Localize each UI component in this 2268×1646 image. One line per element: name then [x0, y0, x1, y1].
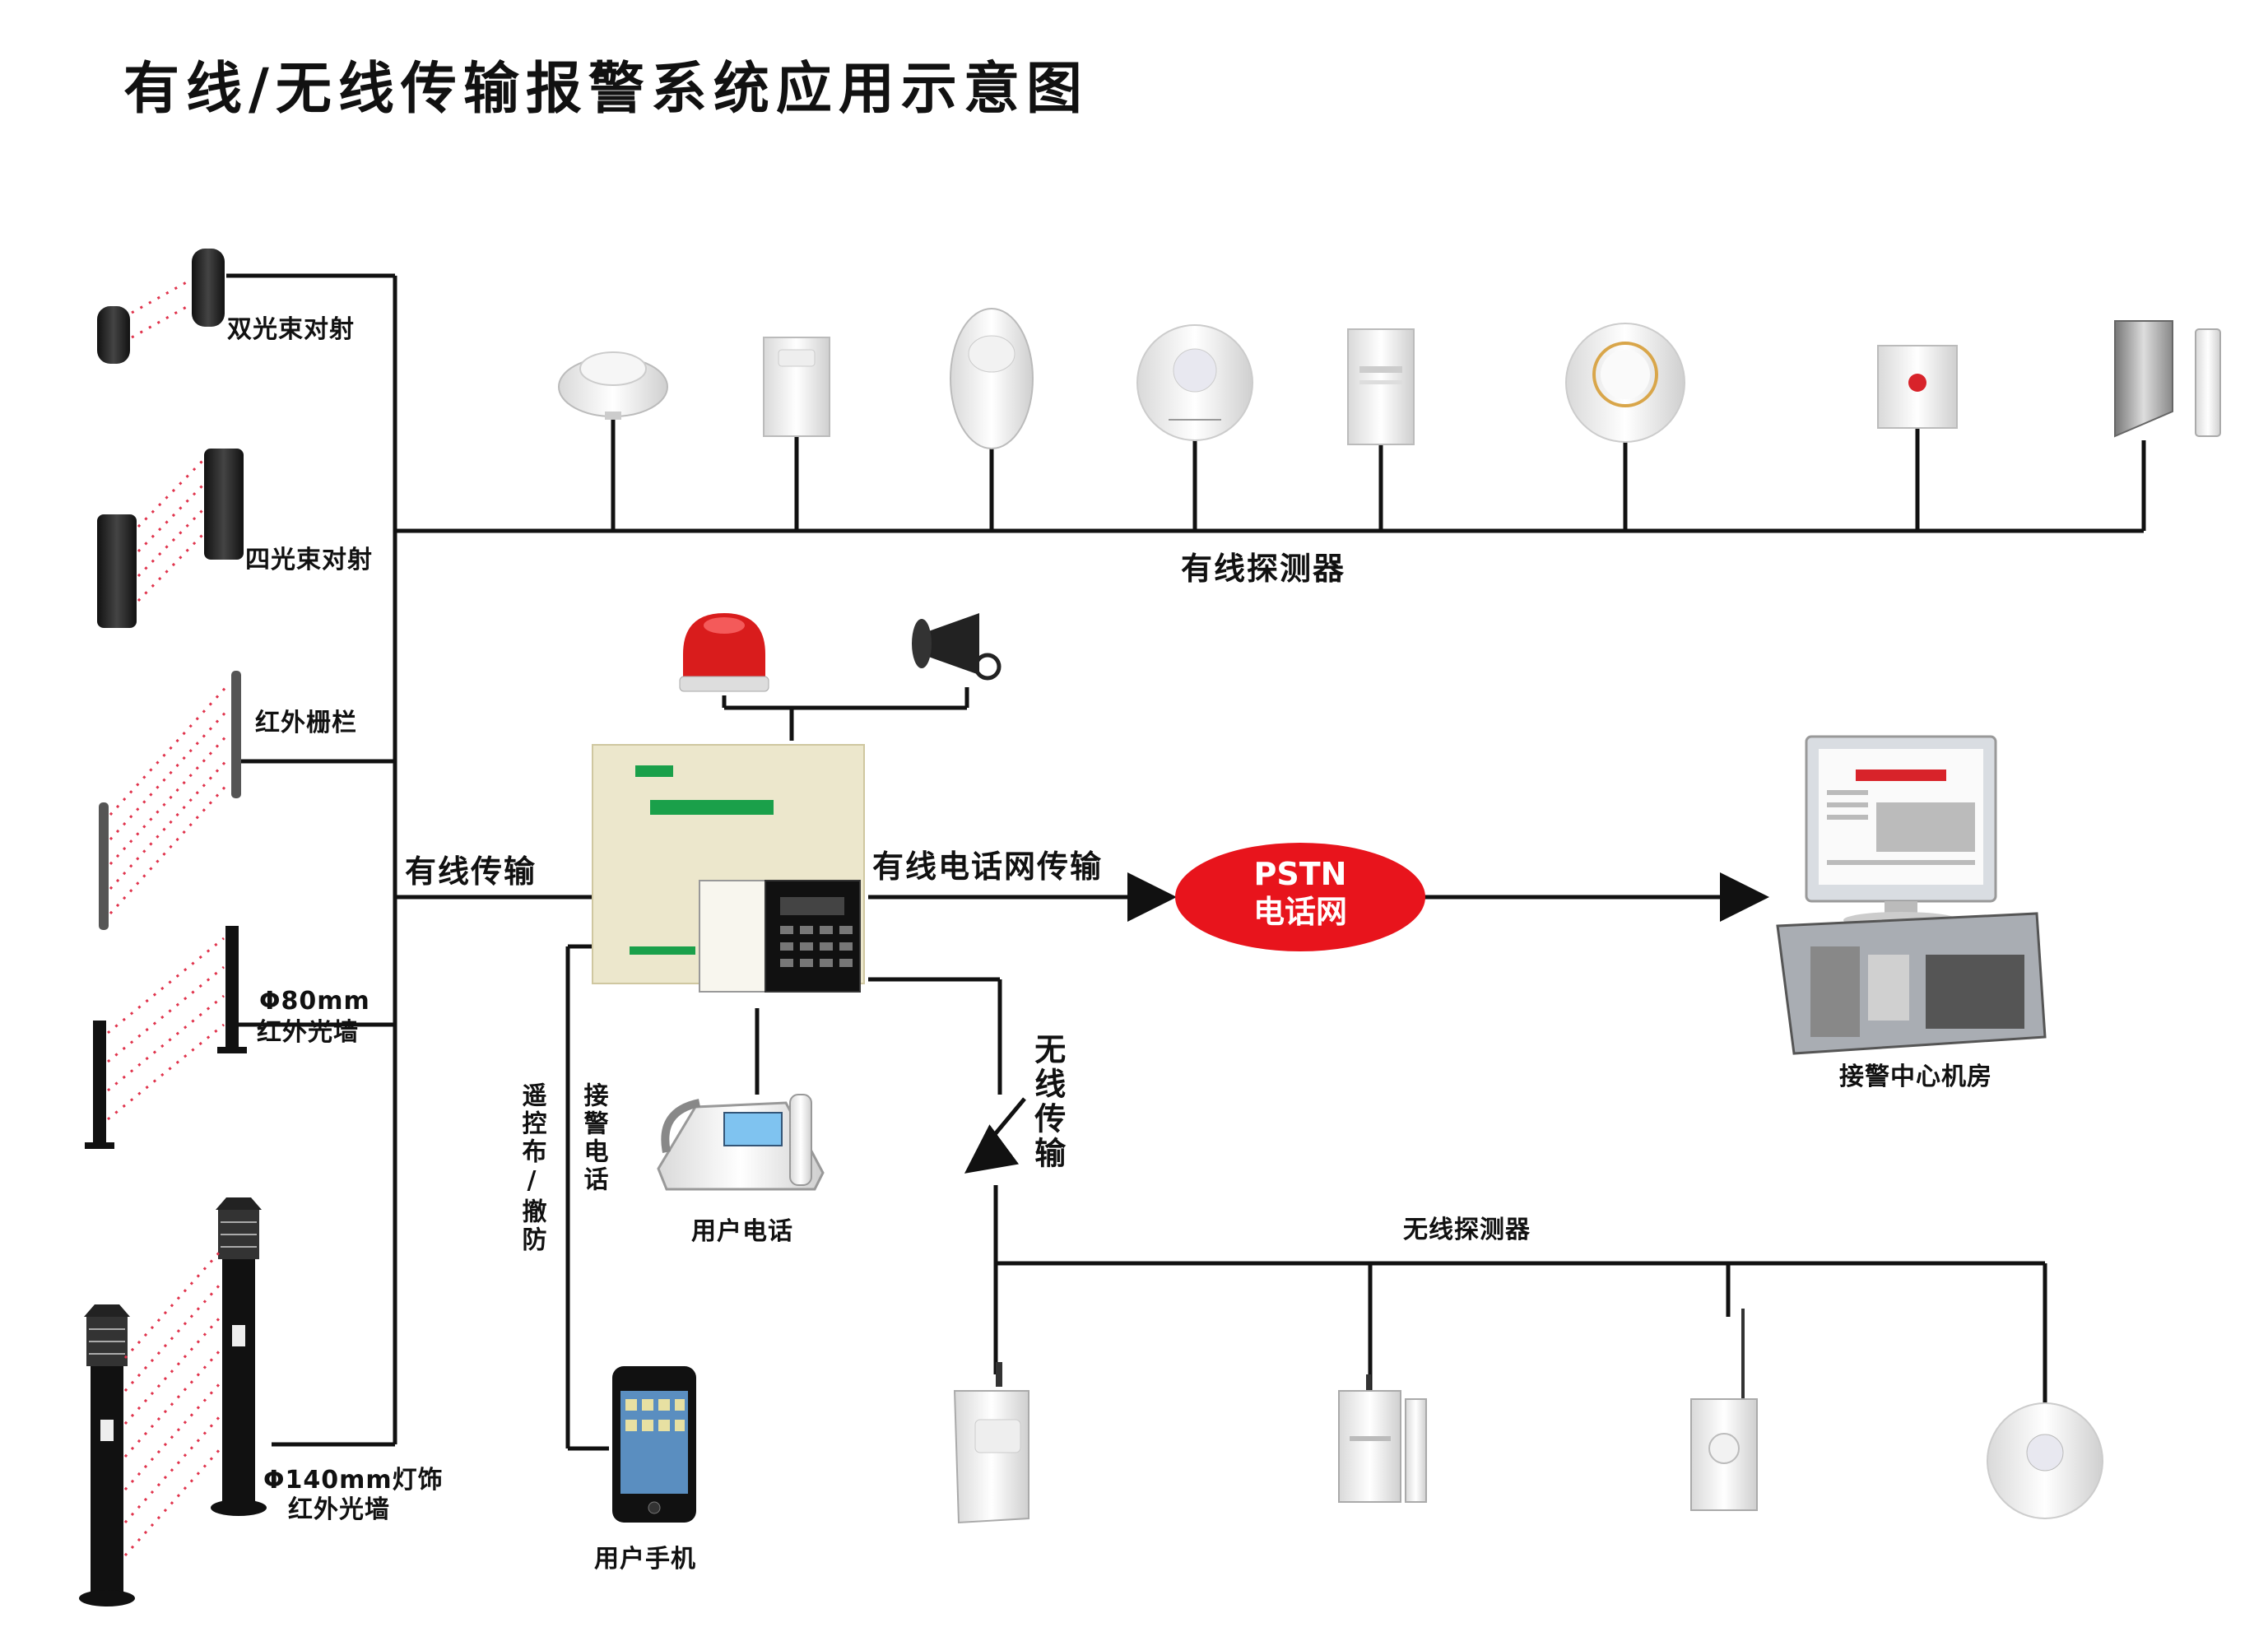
diagram-title: 有线/无线传输报警系统应用示意图 — [123, 57, 1089, 122]
label-user-phone: 用户电话 — [691, 1217, 793, 1246]
door-contact-icon — [2114, 320, 2221, 438]
phi140-lamp-ir-wall — [79, 1197, 267, 1606]
label-wireless-transmission: 无线传输 — [1029, 1033, 1066, 1171]
pir-detector-icon — [763, 337, 830, 437]
label-phi80-name: 红外光墙 — [257, 1018, 359, 1047]
pstn-network-ellipse — [1175, 843, 1425, 951]
pstn-label-line2: 电话网 — [1253, 893, 1347, 930]
phi80-ir-wall — [85, 926, 247, 1149]
emergency-button-icon — [1877, 345, 1958, 429]
label-dual-beam: 双光束对射 — [227, 315, 355, 344]
label-phi140-size: Φ140mm灯饰 — [263, 1466, 444, 1495]
label-wireless-detectors: 无线探测器 — [1403, 1216, 1531, 1244]
alarm-center-computer-icon — [1776, 735, 2047, 1055]
dual-beam-sensor — [97, 249, 225, 364]
smoke-detector-icon — [558, 351, 668, 420]
curtain-pir-detector-icon — [950, 308, 1034, 449]
label-ir-fence: 红外栅栏 — [255, 709, 357, 737]
wireless-pir-detector-icon — [953, 1362, 1029, 1524]
strobe-siren-icon — [679, 613, 769, 692]
pstn-label: PSTN 电话网 — [1218, 856, 1383, 931]
label-wired-transmission: 有线传输 — [405, 853, 537, 890]
alarm-horn-icon — [912, 613, 1002, 681]
ceiling-pir-detector-icon — [1136, 324, 1253, 441]
alarm-control-panel-icon — [592, 744, 865, 993]
quad-beam-sensor — [97, 449, 244, 628]
label-alarm-call: 接警电话 — [579, 1082, 608, 1194]
desk-phone-icon — [657, 1094, 825, 1191]
wired-bus-lines — [226, 273, 2146, 1451]
label-remote-arm: 遥控布/撤防 — [517, 1082, 546, 1254]
label-phone-network-transmission: 有线电话网传输 — [872, 849, 1104, 885]
label-phi80-size: Φ80mm — [259, 987, 370, 1016]
wireless-door-contact-icon — [1338, 1374, 1427, 1503]
mobile-phone-icon — [612, 1366, 696, 1523]
wireless-lightning-icon — [964, 1097, 1026, 1174]
wireless-ceiling-pir-icon — [1987, 1402, 2103, 1519]
wireless-glass-detector-icon — [1690, 1309, 1758, 1511]
pstn-label-line1: PSTN — [1253, 856, 1347, 892]
label-user-mobile: 用户手机 — [594, 1545, 696, 1574]
label-phi140-name: 红外光墙 — [288, 1495, 390, 1524]
glass-break-detector-icon — [1565, 323, 1685, 443]
wall-detector-icon — [1347, 328, 1415, 445]
ir-fence-sensor — [99, 671, 241, 930]
label-quad-beam: 四光束对射 — [245, 546, 373, 574]
label-alarm-center: 接警中心机房 — [1839, 1062, 1992, 1091]
label-wired-detectors: 有线探测器 — [1181, 551, 1346, 587]
